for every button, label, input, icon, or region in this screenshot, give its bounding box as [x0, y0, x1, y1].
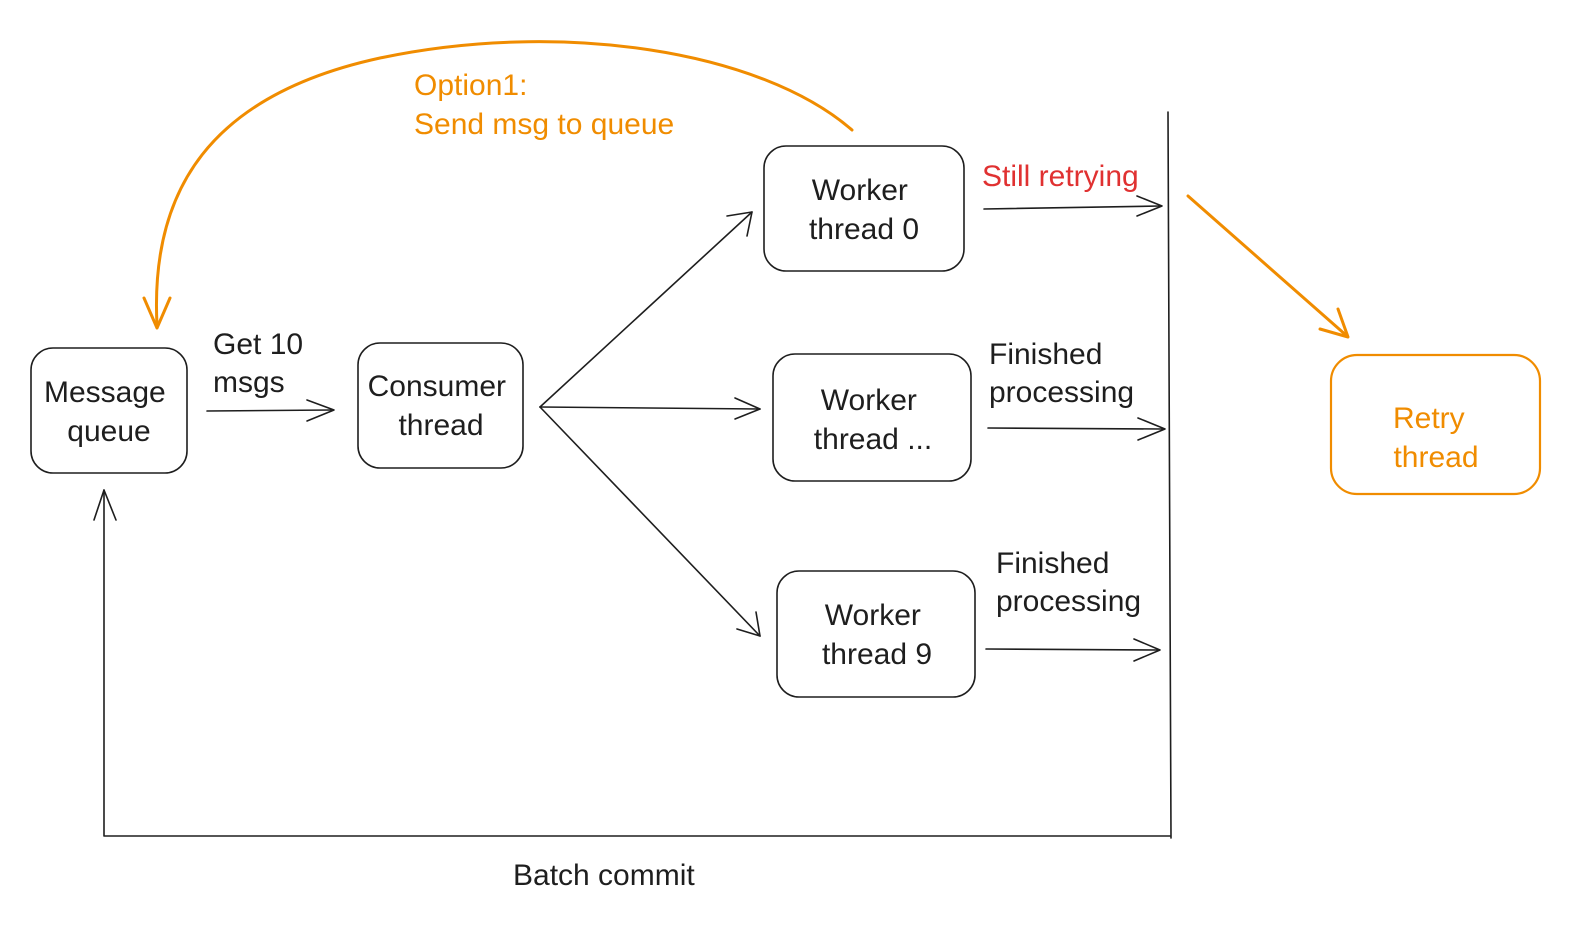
worker-thread-9-label-line1: Worker — [825, 599, 921, 632]
finished-processing-label-2: Finished processing — [996, 547, 1141, 618]
option1-label-line2: Send msg to queue — [414, 108, 674, 141]
finished-processing-label-1: Finished processing — [989, 338, 1134, 409]
message-queue-node: Message queue — [30, 347, 188, 474]
worker-thread-0-node: Worker thread 0 — [763, 145, 965, 272]
get-msgs-label-line1: Get 10 — [213, 328, 303, 361]
retry-thread-label-line1: Retry — [1393, 402, 1465, 435]
worker-thread-mid-label-line1: Worker — [821, 384, 917, 417]
worker-thread-0-label-line2: thread 0 — [809, 213, 919, 246]
get-msgs-label: Get 10 msgs — [213, 328, 311, 399]
retry-thread-label-line2: thread — [1393, 441, 1478, 474]
message-queue-label-line1: Message — [44, 376, 166, 409]
get-msgs-arrow — [206, 399, 335, 422]
finished-processing-2-line2: processing — [996, 585, 1141, 618]
worker-thread-9-node: Worker thread 9 — [776, 570, 976, 698]
commit-line — [1167, 111, 1172, 839]
consumer-thread-label-line2: thread — [398, 409, 483, 442]
consumer-thread-node: Consumer thread — [357, 342, 524, 469]
option1-requeue-arrow — [142, 40, 854, 330]
svg-text:Worker thread 9: Worker thread 9 — [822, 599, 932, 671]
svg-text:Worker thread ...: Worker thread ... — [814, 384, 932, 456]
consumer-to-worker0-arrow — [539, 211, 753, 408]
consumer-to-worker9-arrow — [539, 406, 761, 637]
worker-thread-mid-label-line2: thread ... — [814, 423, 932, 456]
batch-commit-arrow — [93, 489, 1171, 837]
consumer-thread-label-line1: Consumer — [368, 370, 506, 403]
worker-thread-mid-node: Worker thread ... — [772, 353, 972, 482]
worker-mid-finish-arrow — [987, 417, 1166, 441]
consumer-to-worker-mid-arrow — [539, 397, 761, 420]
svg-text:Consumer thread: Consumer thread — [368, 370, 515, 442]
still-retrying-label: Still retrying — [982, 160, 1139, 193]
worker0-retry-arrow — [983, 195, 1163, 217]
svg-text:Worker thread 0: Worker thread 0 — [809, 174, 919, 246]
svg-text:Retry thread: Retry thread — [1393, 402, 1479, 474]
retry-arrow — [1186, 194, 1350, 339]
option1-label-line1: Option1: — [414, 69, 527, 102]
retry-thread-node: Retry thread — [1329, 353, 1542, 496]
worker-thread-0-label-line1: Worker — [812, 174, 908, 207]
message-queue-label-line2: queue — [67, 415, 150, 448]
svg-text:Message queue: Message queue — [44, 376, 174, 448]
option1-label: Option1: Send msg to queue — [414, 69, 674, 141]
worker9-finish-arrow — [985, 638, 1161, 662]
worker-thread-9-label-line2: thread 9 — [822, 638, 932, 671]
finished-processing-1-line2: processing — [989, 376, 1134, 409]
batch-commit-label: Batch commit — [513, 859, 695, 892]
finished-processing-1-line1: Finished — [989, 338, 1102, 371]
get-msgs-label-line2: msgs — [213, 366, 285, 399]
finished-processing-2-line1: Finished — [996, 547, 1109, 580]
